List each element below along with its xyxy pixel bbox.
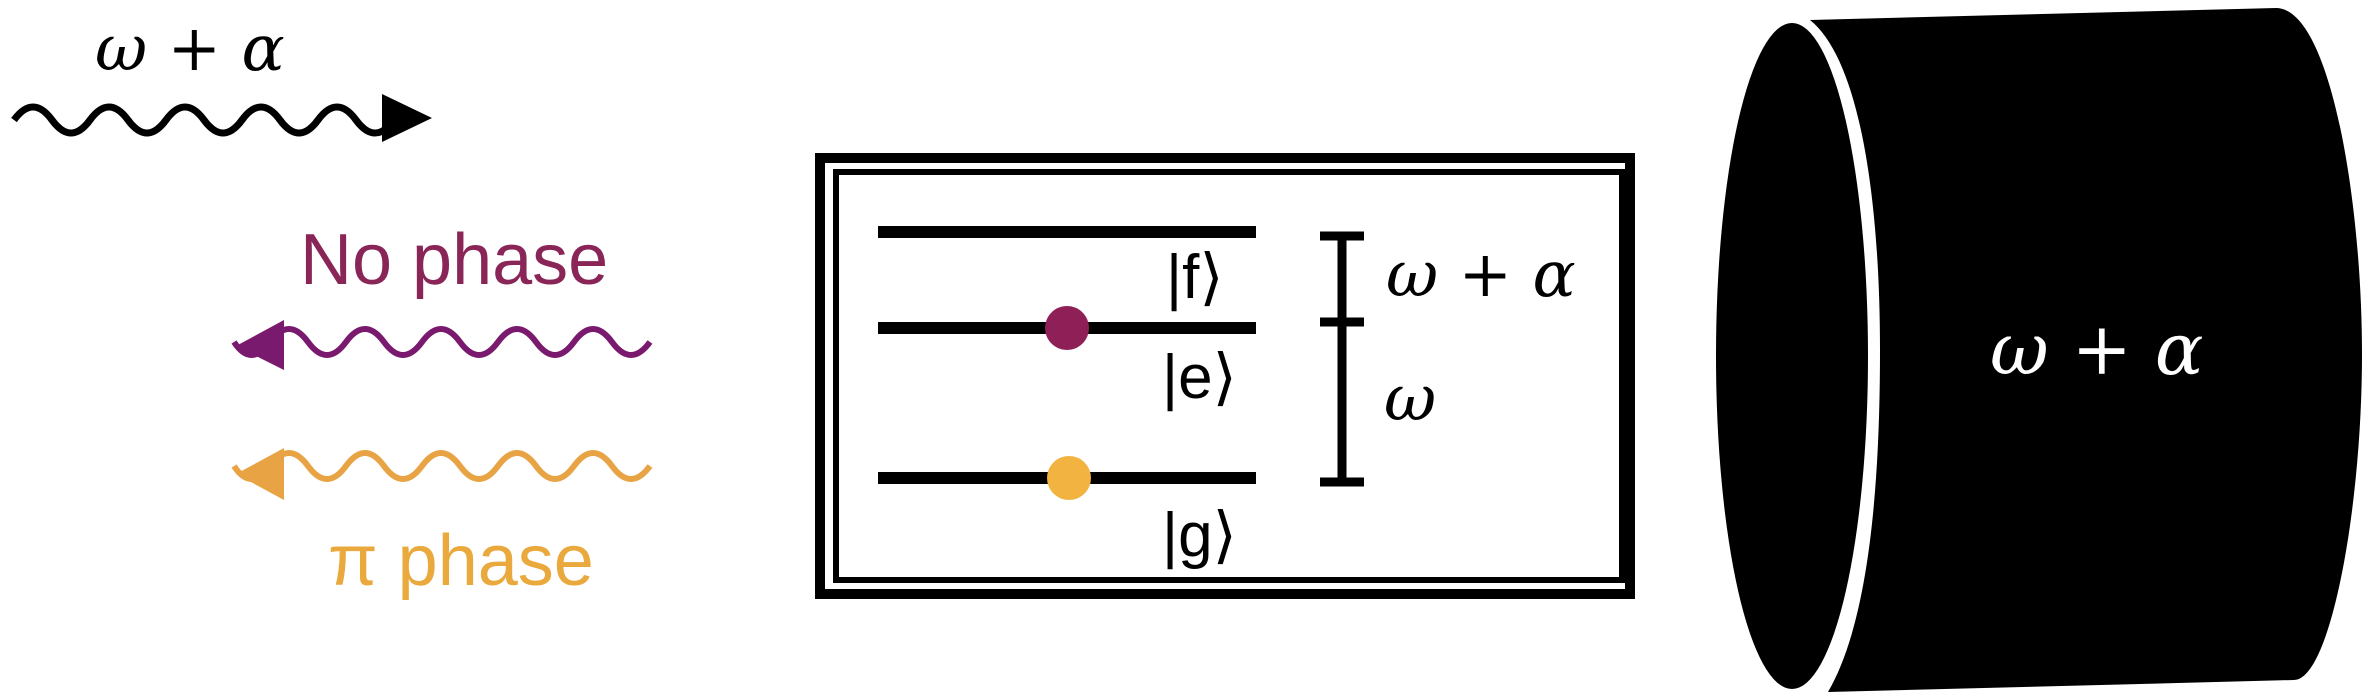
- pi-phase-label: π phase: [328, 521, 594, 601]
- no-phase-label: No phase: [300, 220, 608, 300]
- incoming-wave-label: ω + α: [95, 12, 285, 86]
- level-g-label: |g⟩: [1162, 501, 1237, 570]
- no-phase-arrowhead: [236, 320, 284, 370]
- atom-box-inner: [833, 169, 1625, 583]
- transition-upper-label: ω + α: [1386, 238, 1576, 312]
- cavity-body: [1810, 8, 2362, 692]
- incoming-wave-arrowhead: [382, 94, 432, 142]
- cavity-front-face: [1716, 23, 1868, 689]
- level-g-population-dot: [1047, 456, 1091, 500]
- pi-phase-wave: [231, 450, 653, 482]
- transition-lower-label: ω: [1384, 362, 1436, 436]
- level-e-population-dot: [1045, 306, 1089, 350]
- cavity-label: ω + α: [1990, 307, 2203, 391]
- incoming-wave: [11, 103, 397, 137]
- no-phase-wave: [231, 326, 653, 358]
- transition-bracket: [1320, 231, 1364, 487]
- atom-box-outer: [815, 153, 1635, 599]
- level-e-label: |e⟩: [1162, 343, 1237, 412]
- level-f-label: |f⟩: [1166, 243, 1224, 312]
- pi-phase-arrowhead: [236, 448, 284, 500]
